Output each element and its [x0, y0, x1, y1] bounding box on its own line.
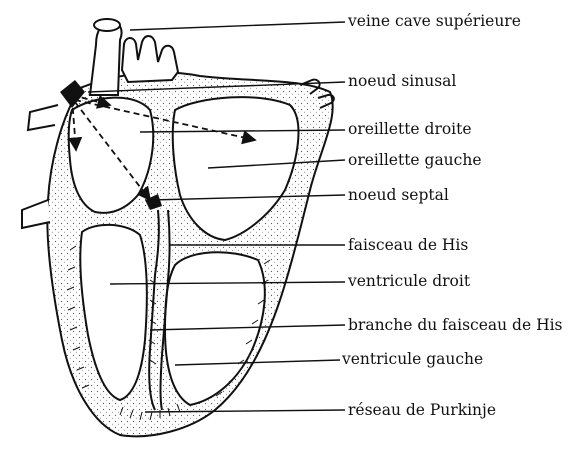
- label-left-atrium: oreillette gauche: [348, 151, 482, 169]
- great-vessels: [122, 36, 178, 82]
- label-bundle-of-his: faisceau de His: [348, 236, 468, 254]
- label-septal-node: noeud septal: [348, 186, 449, 204]
- vena-cava-opening: [94, 19, 120, 31]
- label-left-ventricle: ventricule gauche: [342, 350, 483, 368]
- label-sinoatrial-node: noeud sinusal: [348, 72, 456, 90]
- label-right-atrium: oreillette droite: [348, 120, 472, 138]
- superior-vena-cava: [90, 22, 122, 95]
- label-bundle-branch: branche du faisceau de His: [348, 316, 563, 334]
- label-superior-vena-cava: veine cave supérieure: [348, 12, 521, 30]
- label-purkinje-network: réseau de Purkinje: [348, 401, 496, 419]
- left-vessel: [28, 105, 58, 130]
- inferior-vessel: [22, 200, 50, 228]
- label-right-ventricle: ventricule droit: [348, 272, 470, 290]
